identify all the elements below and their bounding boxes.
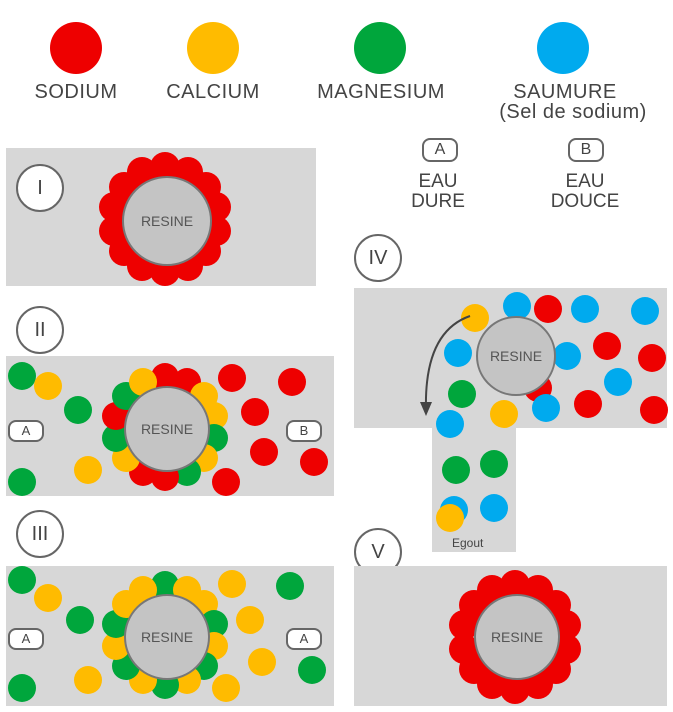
sodium-ion [250,438,278,466]
brine-ion [604,368,632,396]
magnesium-ion [8,468,36,496]
calcium-ion [74,666,102,694]
sodium-ion [212,468,240,496]
hard-water-line2: DURE [411,191,465,212]
sodium-ion [278,368,306,396]
calcium-ion [212,674,240,702]
panel-3-numeral: III [16,510,64,558]
panel-4-drain-pipe [432,428,516,552]
panel-4-resin: RESINE [476,316,556,396]
soft-water-line2: DOUCE [550,191,620,212]
magnesium-ion [480,450,508,478]
sodium-dot [50,22,102,74]
panel-5-resin: RESINE [474,594,560,680]
magnesium-ion [8,674,36,702]
hard-water-letter: A [422,138,458,162]
sodium-ion [300,448,328,476]
brine-ion [532,394,560,422]
drain-label: Egout [452,536,484,550]
magnesium-label: MAGNESIUM [317,81,445,103]
calcium-label: CALCIUM [166,81,260,103]
magnesium-dot [354,22,406,74]
sodium-ion [218,364,246,392]
soft-water-letter: B [568,138,604,162]
panel-2-numeral: II [16,306,64,354]
magnesium-ion [8,362,36,390]
brine-ion [444,339,472,367]
magnesium-ion [276,572,304,600]
calcium-ion [34,584,62,612]
magnesium-ion [442,456,470,484]
magnesium-ion [64,396,92,424]
calcium-ion [436,504,464,532]
brine-ion [436,410,464,438]
panel-1-numeral: I [16,164,64,212]
magnesium-ion [448,380,476,408]
magnesium-ion [8,566,36,594]
panel-2-inlet-tag: A [8,420,44,442]
brine-ion [480,494,508,522]
sodium-label: SODIUM [34,81,118,103]
panel-1-resin: RESINE [122,176,212,266]
brine-sublabel: (Sel de sodium) [499,101,647,123]
soft-water-line1: EAU [565,171,605,192]
panel-2-resin: RESINE [124,386,210,472]
calcium-dot [187,22,239,74]
sodium-ion [534,295,562,323]
panel-3-outlet-tag: A [286,628,322,650]
sodium-ion [593,332,621,360]
calcium-ion [74,456,102,484]
magnesium-ion [298,656,326,684]
brine-label: SAUMURE [513,81,617,103]
calcium-ion [34,372,62,400]
sodium-ion [640,396,668,424]
sodium-ion [241,398,269,426]
panel-2-outlet-tag: B [286,420,322,442]
calcium-ion [248,648,276,676]
sodium-ion [638,344,666,372]
calcium-ion [218,570,246,598]
magnesium-ion [66,606,94,634]
brine-dot [537,22,589,74]
panel-3-resin: RESINE [124,594,210,680]
calcium-ion [236,606,264,634]
brine-ion [553,342,581,370]
sodium-ion [574,390,602,418]
brine-ion [631,297,659,325]
regeneration-arrow [420,315,471,416]
hard-water-line1: EAU [418,171,458,192]
calcium-ion [490,400,518,428]
brine-ion [503,292,531,320]
panel-4-numeral: IV [354,234,402,282]
brine-ion [571,295,599,323]
panel-3-inlet-tag: A [8,628,44,650]
